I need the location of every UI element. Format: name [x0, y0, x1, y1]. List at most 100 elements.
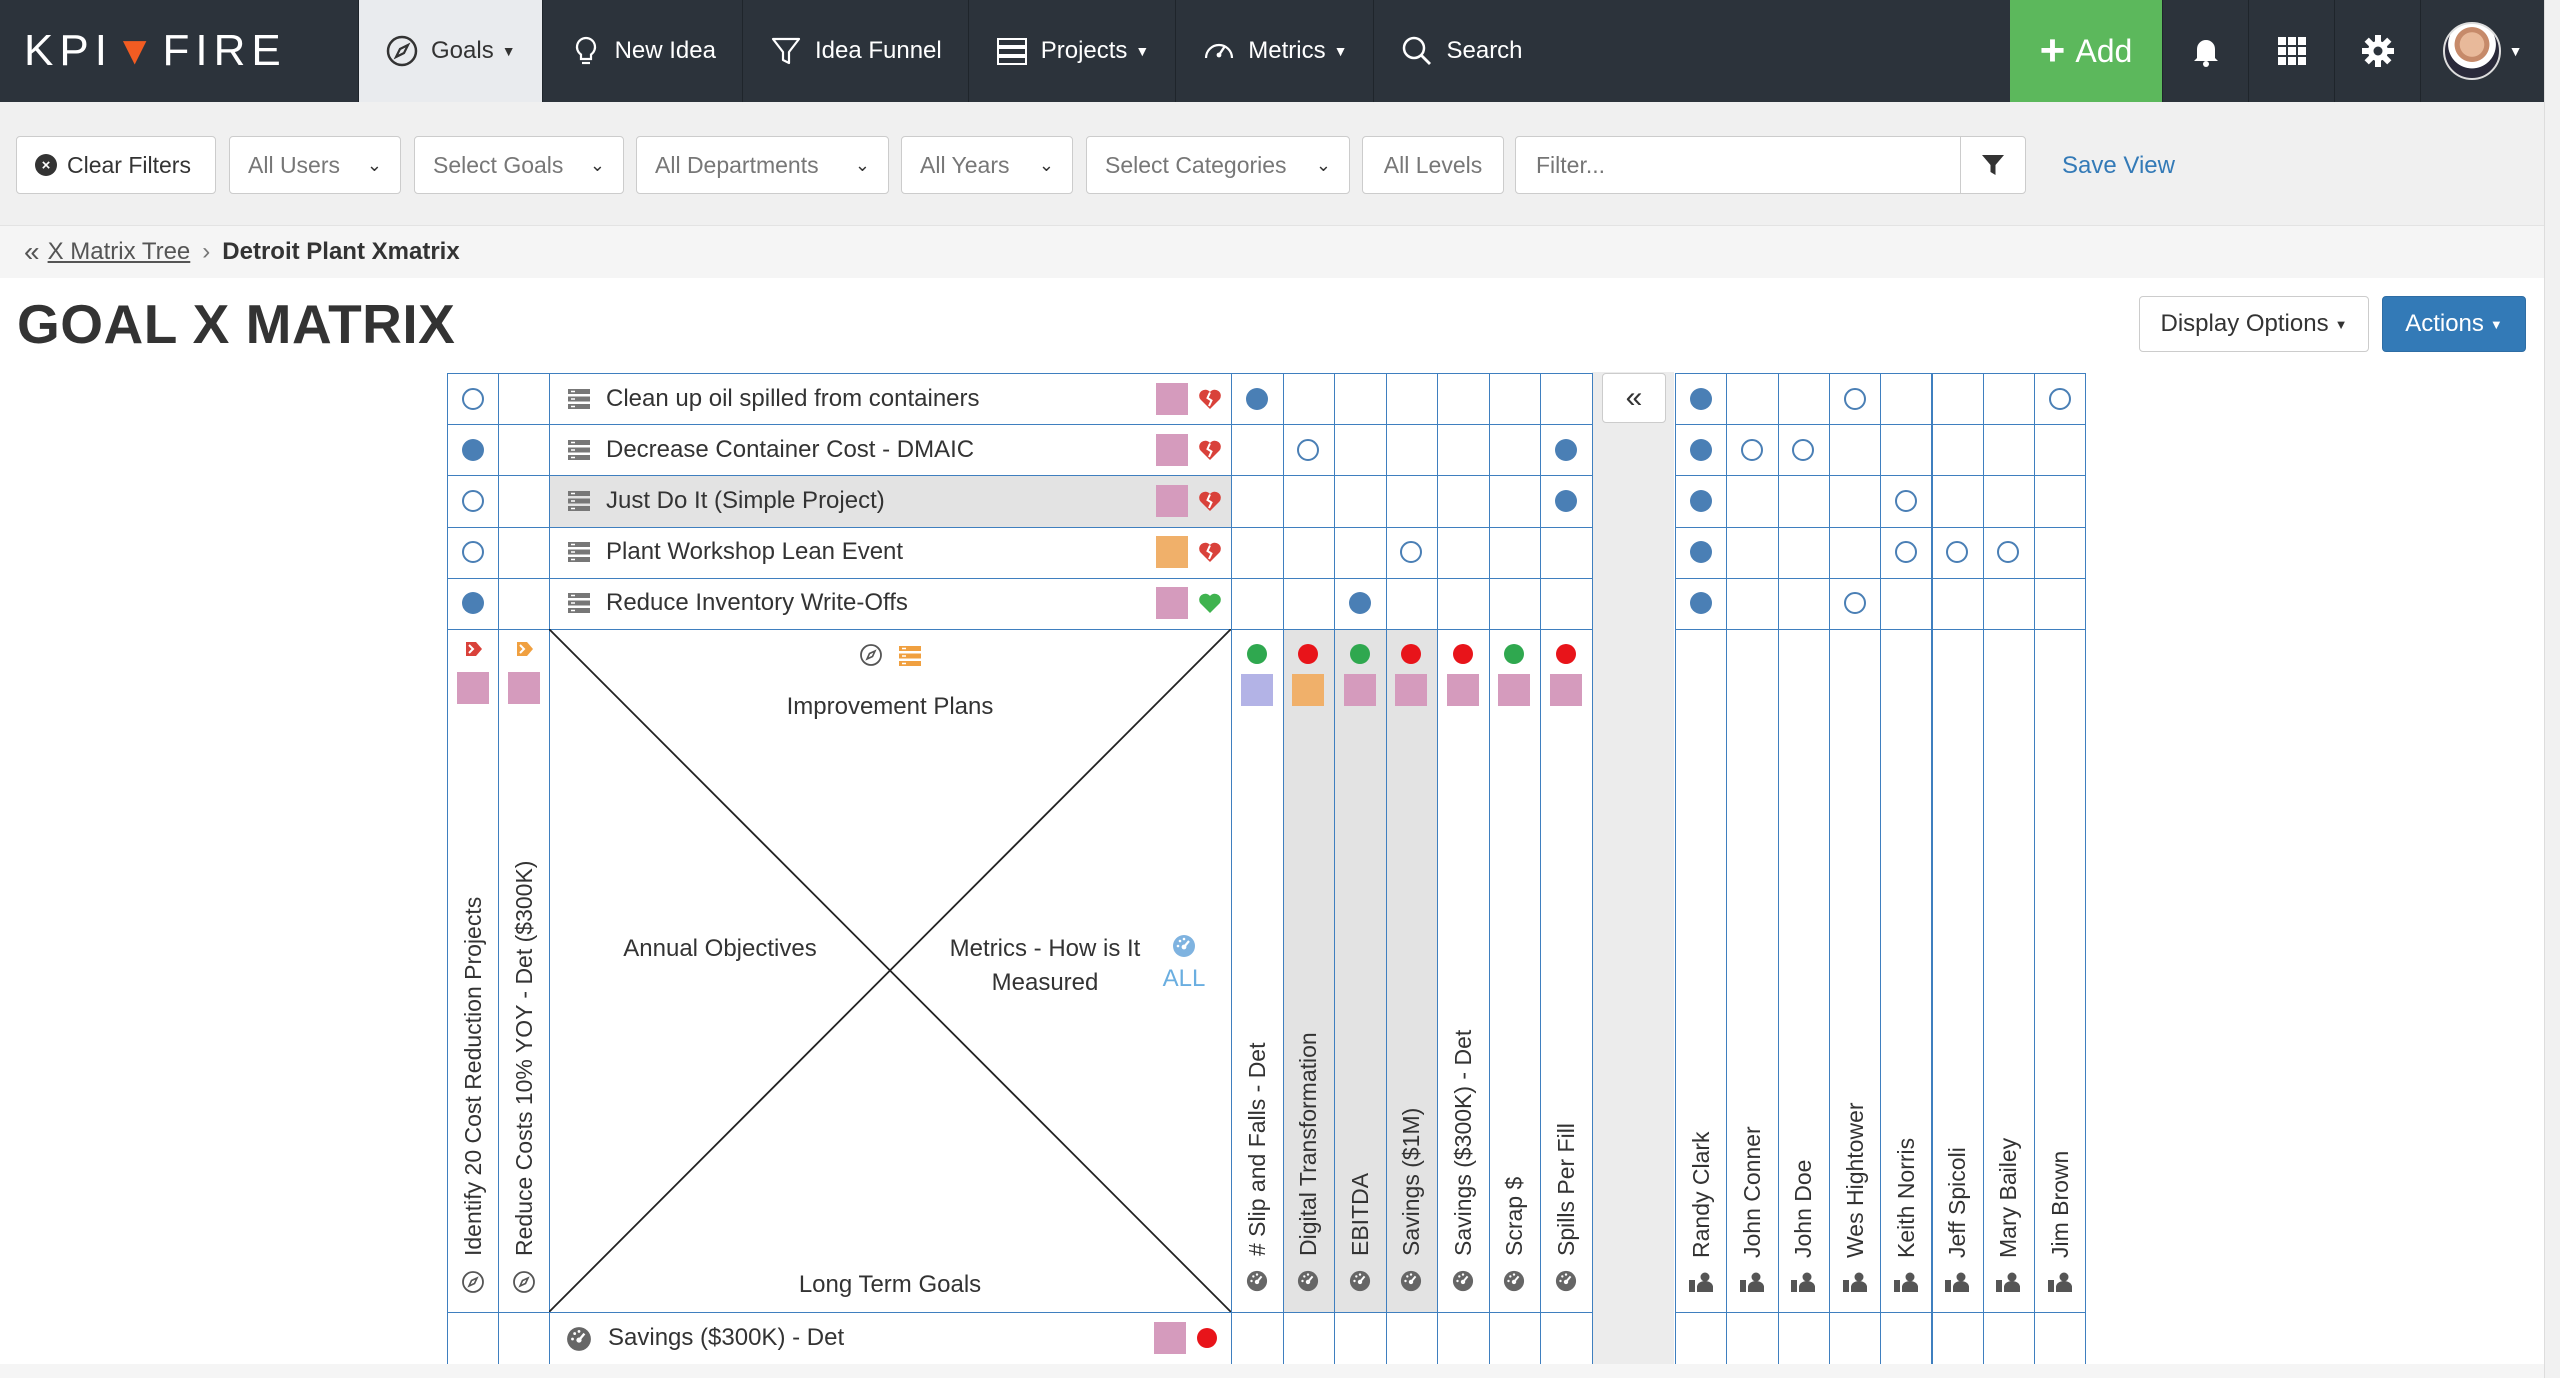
settings-button[interactable]: [2334, 0, 2420, 102]
person-name[interactable]: John Conner: [1738, 1126, 1765, 1258]
person-mark-cell: [1675, 1312, 1728, 1365]
relationship-primary-dot[interactable]: [1689, 490, 1712, 512]
nav-metrics[interactable]: Metrics▼: [1175, 0, 1373, 102]
kpifire-logo[interactable]: KPI▼FIRE: [0, 0, 358, 102]
heart-icon[interactable]: [1198, 592, 1222, 614]
display-options-button[interactable]: Display Options▼: [2139, 296, 2369, 352]
metric-mark-cell: [1488, 424, 1541, 477]
goals-filter-select[interactable]: Select Goals⌄: [414, 136, 624, 194]
nav-goals[interactable]: Goals▼: [358, 0, 542, 102]
apps-grid-button[interactable]: [2248, 0, 2334, 102]
window-scrollbar[interactable]: [2544, 0, 2560, 1378]
metric-mark-cell: [1231, 526, 1284, 579]
relationship-secondary-dot[interactable]: [461, 490, 484, 512]
broken-heart-icon[interactable]: [1198, 439, 1222, 461]
relationship-primary-dot[interactable]: [1689, 541, 1712, 564]
project-name[interactable]: Plant Workshop Lean Event: [606, 538, 904, 566]
metric-name[interactable]: Scrap $: [1501, 1176, 1528, 1256]
users-filter-select[interactable]: All Users⌄: [229, 136, 401, 194]
broken-heart-icon[interactable]: [1198, 541, 1222, 563]
nav-idea-funnel-label: Idea Funnel: [814, 37, 942, 64]
person-name[interactable]: Mary Bailey: [1995, 1137, 2022, 1258]
categories-filter-select[interactable]: Select Categories⌄: [1086, 136, 1350, 194]
metric-name[interactable]: Savings ($300K) - Det: [1449, 1029, 1476, 1256]
metric-name[interactable]: Digital Transformation: [1295, 1032, 1322, 1256]
grid-icon: [2277, 37, 2306, 65]
metric-name[interactable]: EBITDA: [1346, 1172, 1373, 1256]
relationship-primary-dot[interactable]: [461, 438, 484, 461]
relationship-primary-dot[interactable]: [1554, 490, 1577, 512]
relationship-primary-dot[interactable]: [1689, 438, 1712, 461]
nav-search[interactable]: Search: [1373, 0, 1548, 102]
metric-name[interactable]: Savings ($1M): [1398, 1107, 1425, 1256]
gauge-icon: [1205, 43, 1234, 59]
broken-heart-icon[interactable]: [1198, 490, 1222, 512]
caret-down-icon: ▼: [2489, 316, 2503, 332]
annual-objective-name[interactable]: Identify 20 Cost Reduction Projects: [459, 896, 486, 1256]
category-swatch: [1343, 674, 1376, 706]
relationship-secondary-dot[interactable]: [1843, 387, 1866, 410]
annual-objective-name[interactable]: Reduce Costs 10% YOY - Det ($300K): [510, 860, 537, 1256]
category-swatch: [1240, 674, 1273, 706]
user-menu[interactable]: ▼: [2420, 0, 2544, 102]
relationship-primary-dot[interactable]: [1348, 592, 1371, 615]
person-mark-cell: [1828, 424, 1882, 477]
double-chevron-left-icon[interactable]: «: [24, 236, 40, 267]
person-mark-cell: [1931, 577, 1984, 630]
relationship-secondary-dot[interactable]: [1297, 438, 1320, 461]
person-name[interactable]: Jeff Spicoli: [1944, 1147, 1971, 1258]
relationship-secondary-dot[interactable]: [1894, 541, 1917, 564]
broken-heart-icon[interactable]: [1198, 388, 1222, 410]
relationship-secondary-dot[interactable]: [1997, 541, 2020, 564]
person-name[interactable]: John Doe: [1790, 1159, 1817, 1258]
filter-text-input[interactable]: [1515, 136, 1961, 194]
collapse-people-button[interactable]: «: [1602, 373, 1666, 423]
metric-name[interactable]: # Slip and Falls - Det: [1243, 1042, 1270, 1256]
years-filter-select[interactable]: All Years⌄: [901, 136, 1073, 194]
levels-filter-button[interactable]: All Levels: [1362, 136, 1504, 194]
relationship-secondary-dot[interactable]: [1946, 541, 1969, 564]
relationship-secondary-dot[interactable]: [1843, 592, 1866, 615]
breadcrumb-parent-link[interactable]: X Matrix Tree: [47, 238, 191, 265]
person-name[interactable]: Jim Brown: [2046, 1150, 2073, 1258]
metric-status-dot: [1246, 644, 1267, 664]
relationship-secondary-dot[interactable]: [1894, 490, 1917, 512]
nav-projects[interactable]: Projects▼: [967, 0, 1176, 102]
compass-icon: [512, 1271, 535, 1293]
relationship-secondary-dot[interactable]: [1792, 438, 1815, 461]
project-name[interactable]: Reduce Inventory Write-Offs: [606, 589, 908, 617]
relationship-secondary-dot[interactable]: [1400, 541, 1423, 564]
apply-filter-button[interactable]: [1960, 136, 2026, 194]
relationship-primary-dot[interactable]: [1689, 592, 1712, 615]
metrics-all-link[interactable]: ALL: [1162, 965, 1206, 992]
relationship-primary-dot[interactable]: [461, 592, 484, 615]
nav-idea-funnel[interactable]: Idea Funnel: [741, 0, 968, 102]
person-mark-cell: [1828, 526, 1882, 579]
project-name[interactable]: Just Do It (Simple Project): [606, 487, 885, 514]
person-name[interactable]: Keith Norris: [1892, 1137, 1919, 1258]
clear-filters-button[interactable]: × Clear Filters: [16, 136, 216, 194]
relationship-secondary-dot[interactable]: [2048, 387, 2071, 410]
departments-filter-select[interactable]: All Departments⌄: [636, 136, 889, 194]
project-name[interactable]: Decrease Container Cost - DMAIC: [606, 435, 975, 463]
notifications-button[interactable]: [2162, 0, 2248, 102]
nav-new-idea[interactable]: New Idea: [541, 0, 742, 102]
actions-button[interactable]: Actions ▼: [2382, 296, 2526, 352]
relationship-secondary-dot[interactable]: [461, 387, 484, 410]
projects-stack-icon: [996, 38, 1027, 65]
caret-down-icon: ▼: [2334, 316, 2348, 332]
save-view-link[interactable]: Save View: [2062, 152, 2175, 179]
person-name[interactable]: Wes Hightower: [1841, 1102, 1868, 1258]
relationship-primary-dot[interactable]: [1689, 387, 1712, 410]
metric-name[interactable]: Spills Per Fill: [1552, 1123, 1579, 1256]
relationship-secondary-dot[interactable]: [1740, 438, 1763, 461]
relationship-primary-dot[interactable]: [1554, 438, 1577, 461]
close-circle-icon: ×: [35, 154, 57, 176]
actions-label: Actions: [2405, 310, 2484, 337]
project-name[interactable]: Clean up oil spilled from containers: [606, 384, 980, 412]
relationship-primary-dot[interactable]: [1245, 387, 1268, 410]
long-term-goal-name[interactable]: Savings ($300K) - Det: [608, 1324, 845, 1351]
person-name[interactable]: Randy Clark: [1687, 1131, 1714, 1258]
relationship-secondary-dot[interactable]: [461, 541, 484, 564]
add-button[interactable]: + Add: [2010, 0, 2162, 102]
